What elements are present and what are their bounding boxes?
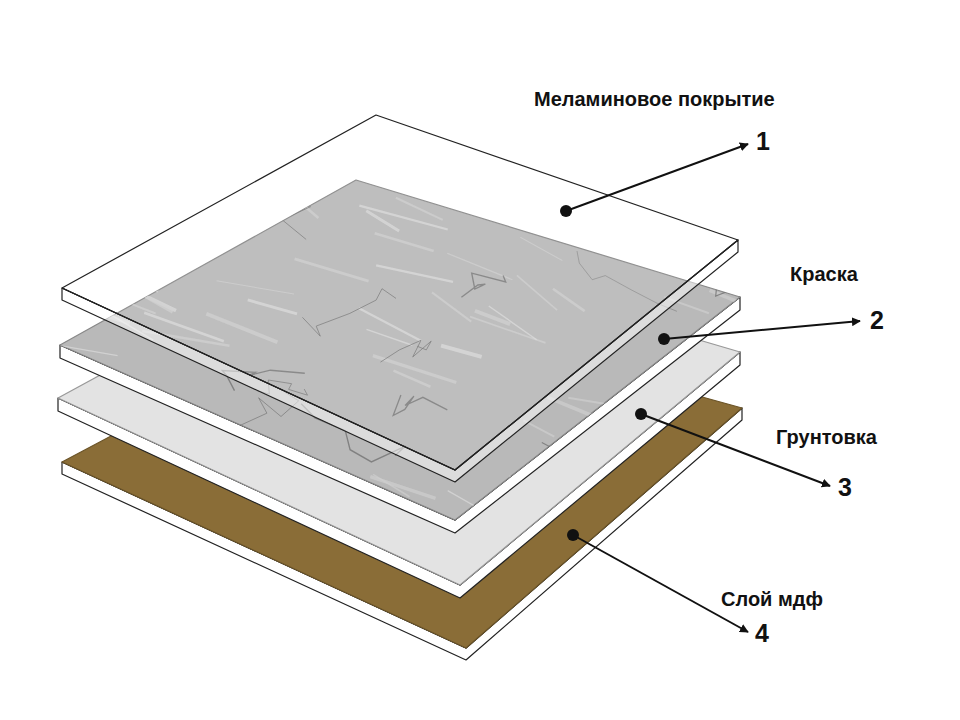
melamine-layer [62,115,738,482]
layer-name: Меламиновое покрытие [534,88,775,110]
leader-line [573,535,748,632]
leader-dot [560,205,572,217]
leader-line [641,414,830,486]
layer-name: Краска [790,263,858,285]
callout-number: 1 [756,128,770,156]
callout-number: 3 [838,474,852,502]
leader-dot [567,529,579,541]
leader-dot [635,408,647,420]
leader-dot [658,333,670,345]
callout-number: 2 [870,307,884,335]
leader-lines [560,144,860,632]
layer-name: Грунтовка [776,426,877,448]
leader-line [664,321,860,339]
callout-number: 4 [755,620,769,648]
layer-name: Слой мдф [721,588,823,610]
leader-line [566,144,748,211]
